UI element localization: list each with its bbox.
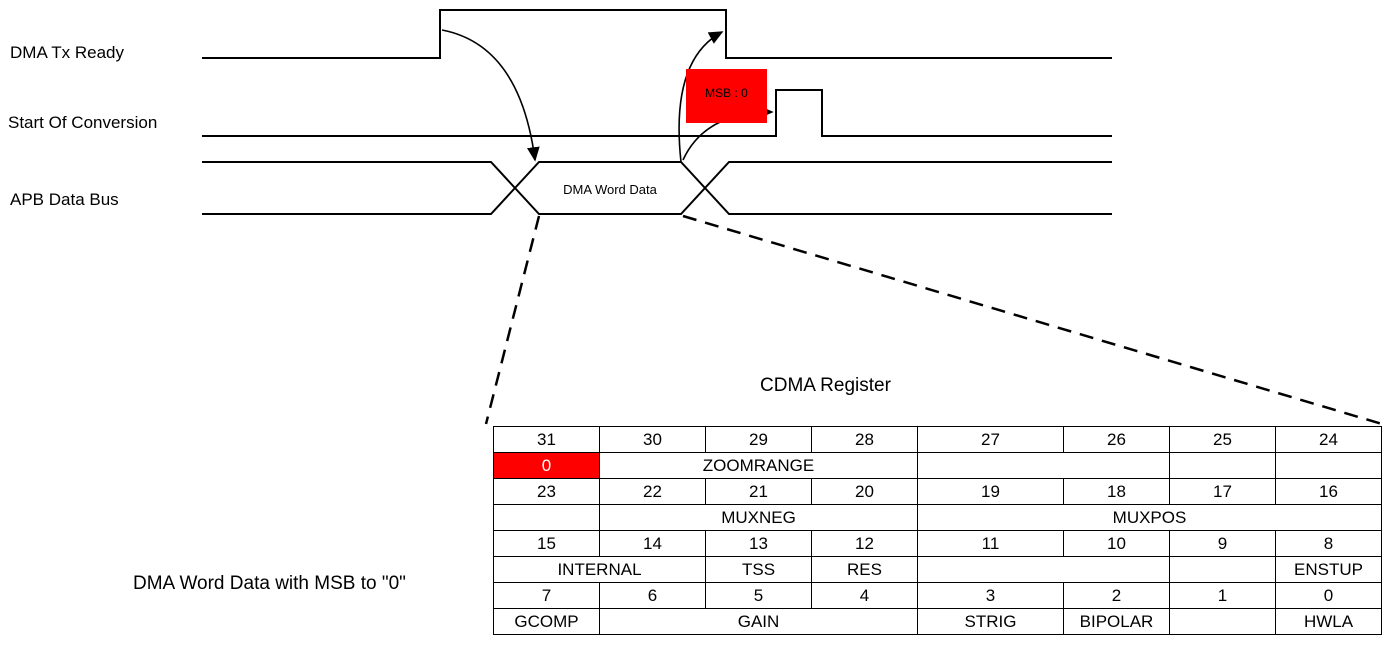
register-field-cell: ENSTUP: [1275, 556, 1382, 583]
bit-number-cell: 9: [1169, 530, 1276, 557]
register-field-cell: [917, 556, 1170, 583]
register-field-cell: [1275, 452, 1382, 479]
bit-number-cell: 11: [917, 530, 1064, 557]
bit-number-cell: 25: [1169, 426, 1276, 453]
bit-number-cell: 27: [917, 426, 1064, 453]
bit-number-cell: 0: [1275, 582, 1382, 609]
bit-number-cell: 13: [705, 530, 812, 557]
register-field-cell: [1169, 556, 1276, 583]
bit-number-cell: 12: [811, 530, 918, 557]
bit-number-cell: 20: [811, 478, 918, 505]
bit-number-cell: 4: [811, 582, 918, 609]
bit-number-cell: 29: [705, 426, 812, 453]
dma-word-data-label: DMA Word Data: [563, 182, 657, 197]
bit-number-cell: 31: [493, 426, 600, 453]
arrow-bus-to-tx: [678, 31, 724, 163]
register-field-cell: STRIG: [917, 608, 1064, 635]
bit-number-cell: 19: [917, 478, 1064, 505]
register-title: CDMA Register: [760, 375, 891, 396]
register-field-cell: MUXNEG: [599, 504, 918, 531]
register-field-cell: HWLA: [1275, 608, 1382, 635]
bit-number-cell: 26: [1063, 426, 1170, 453]
register-field-cell: GAIN: [599, 608, 918, 635]
tx-ready-label: DMA Tx Ready: [10, 43, 125, 62]
bit-number-cell: 7: [493, 582, 600, 609]
bit-number-cell: 6: [599, 582, 706, 609]
bit-number-cell: 17: [1169, 478, 1276, 505]
soc-waveform: [202, 89, 1112, 137]
register-field-cell: BIPOLAR: [1063, 608, 1170, 635]
bit-number-cell: 23: [493, 478, 600, 505]
register-field-cell: 0: [493, 452, 600, 479]
bit-number-cell: 15: [493, 530, 600, 557]
bit-number-cell: 24: [1275, 426, 1382, 453]
bit-number-cell: 1: [1169, 582, 1276, 609]
register-field-cell: MUXPOS: [917, 504, 1382, 531]
bit-number-cell: 10: [1063, 530, 1170, 557]
apb-bus-waveform: [202, 161, 1112, 215]
zoom-line-right: [682, 214, 1383, 426]
start-of-conversion-label: Start Of Conversion: [8, 113, 158, 132]
register-field-cell: RES: [811, 556, 918, 583]
register-field-cell: INTERNAL: [493, 556, 706, 583]
register-caption: DMA Word Data with MSB to "0": [133, 573, 406, 594]
bit-number-cell: 2: [1063, 582, 1170, 609]
bit-number-cell: 22: [599, 478, 706, 505]
apb-data-bus-label: APB Data Bus: [10, 190, 119, 209]
register-field-cell: GCOMP: [493, 608, 600, 635]
register-field-cell: [917, 452, 1170, 479]
bit-number-cell: 21: [705, 478, 812, 505]
bit-number-cell: 14: [599, 530, 706, 557]
zoom-line-left: [484, 215, 541, 425]
bit-number-cell: 28: [811, 426, 918, 453]
msb-annotation: MSB : 0: [705, 86, 748, 100]
msb-highlight-box: [686, 69, 767, 123]
bit-number-cell: 16: [1275, 478, 1382, 505]
bit-number-cell: 3: [917, 582, 1064, 609]
register-field-cell: [493, 504, 600, 531]
bit-number-cell: 8: [1275, 530, 1382, 557]
bit-number-cell: 18: [1063, 478, 1170, 505]
bit-number-cell: 30: [599, 426, 706, 453]
register-field-cell: TSS: [705, 556, 812, 583]
register-field-cell: [1169, 608, 1276, 635]
register-field-cell: [1169, 452, 1276, 479]
arrow-tx-to-bus: [441, 29, 540, 162]
tx-ready-waveform: [202, 9, 1112, 59]
bit-number-cell: 5: [705, 582, 812, 609]
register-field-cell: ZOOMRANGE: [599, 452, 918, 479]
